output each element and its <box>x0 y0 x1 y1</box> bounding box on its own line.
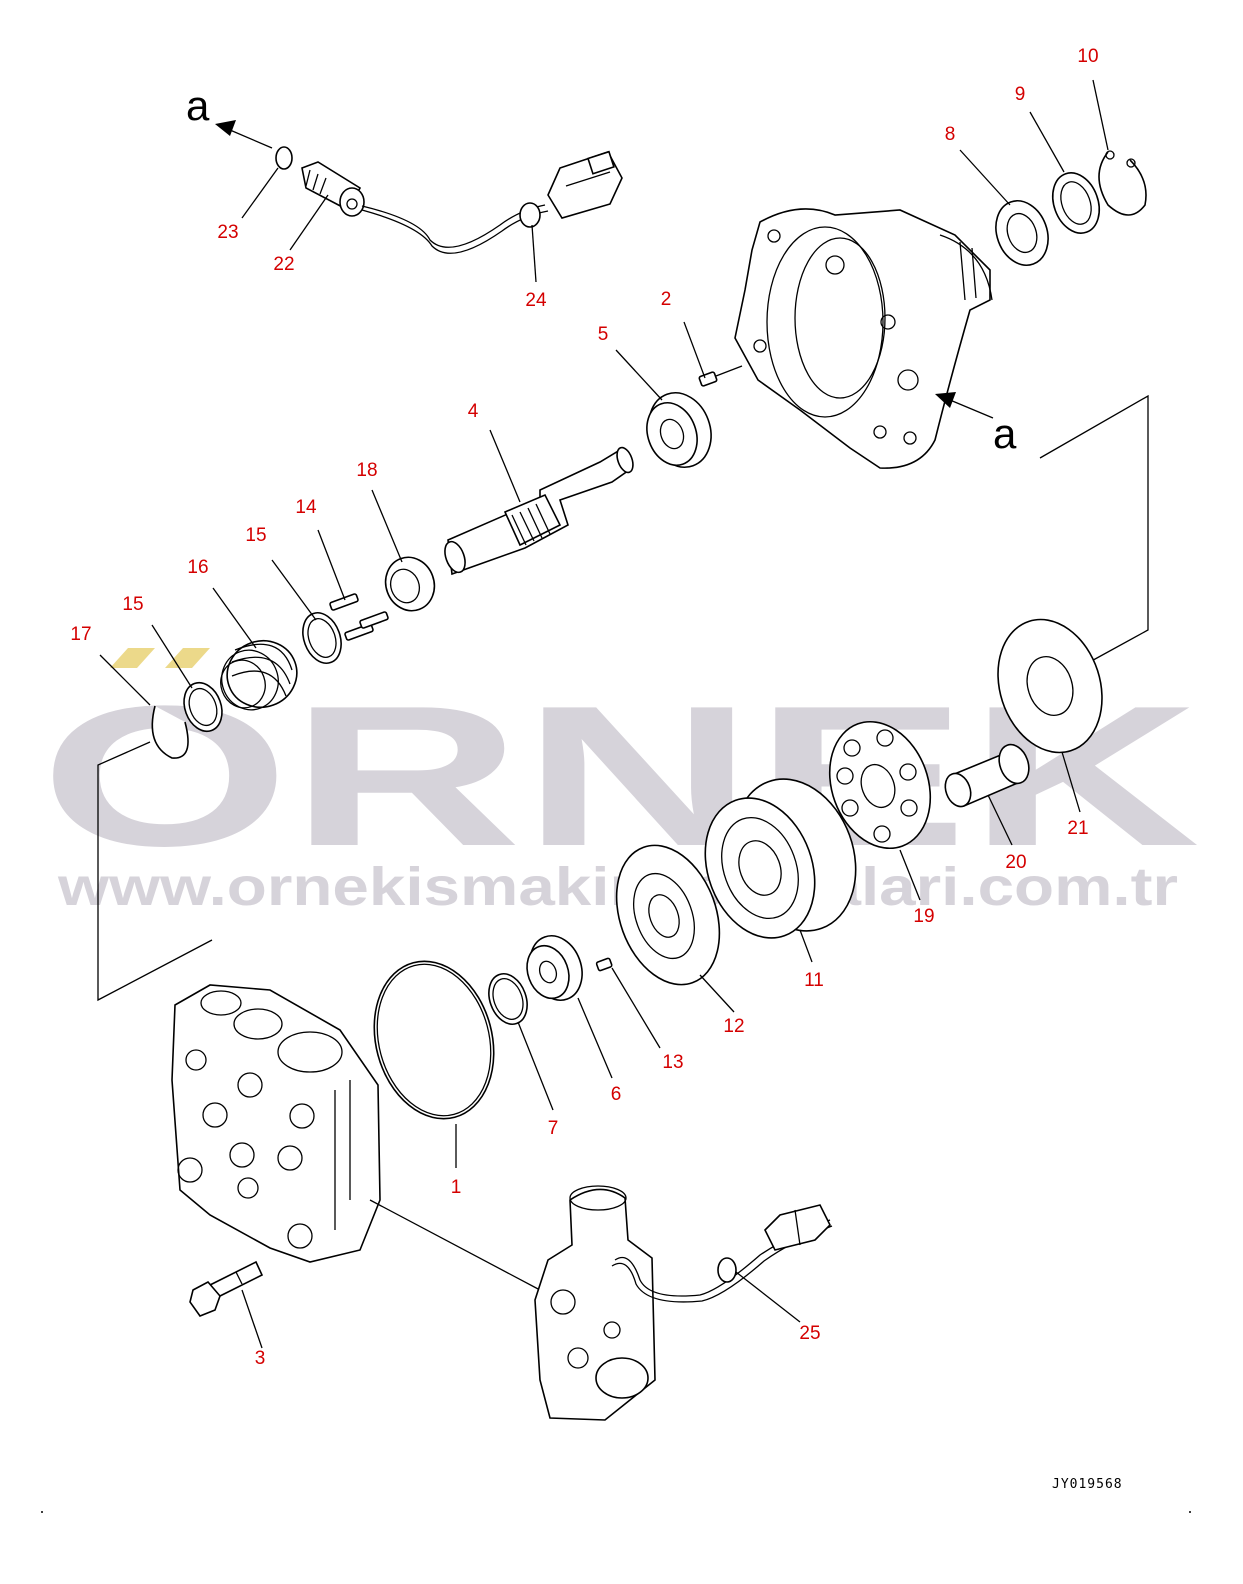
assembly-boundary <box>97 394 1149 1002</box>
label-10: 10 <box>1077 46 1098 67</box>
label-2: 2 <box>661 289 672 310</box>
label-1: 1 <box>451 1177 462 1198</box>
spring-16 <box>220 639 298 711</box>
leader-lines <box>99 79 1109 1349</box>
drawing-code: JY019568 <box>1052 1477 1123 1492</box>
label-17: 17 <box>70 624 91 645</box>
pin-13 <box>595 957 613 972</box>
thrust-plate-21 <box>997 618 1103 754</box>
label-15-upper: 15 <box>245 525 266 546</box>
o-ring-1 <box>373 960 495 1120</box>
bolt-3 <box>189 1260 264 1317</box>
part-labels: 1 2 3 4 5 6 7 8 9 10 11 12 13 14 15 15 1… <box>70 46 1098 1369</box>
ring-7 <box>488 973 528 1025</box>
swash-plate-12 <box>615 844 721 986</box>
label-15-lower: 15 <box>122 594 143 615</box>
snap-ring-17 <box>151 705 189 759</box>
ring-15-lower <box>183 681 223 733</box>
clamp-25 <box>717 1257 737 1283</box>
label-11: 11 <box>804 970 824 991</box>
o-ring-23 <box>275 146 293 170</box>
label-13: 13 <box>662 1052 683 1073</box>
label-14: 14 <box>295 497 317 518</box>
motor-housing <box>734 208 993 469</box>
label-20: 20 <box>1005 852 1026 873</box>
label-3: 3 <box>255 1348 266 1369</box>
label-9: 9 <box>1015 84 1026 105</box>
svg-text:a: a <box>993 410 1017 457</box>
view-marker-top: a <box>186 82 273 149</box>
bearing-5 <box>646 392 712 468</box>
speed-sensor-assembly <box>275 146 623 254</box>
drive-shaft-4 <box>444 446 634 576</box>
label-23: 23 <box>217 222 238 243</box>
label-8: 8 <box>945 124 956 145</box>
label-19: 19 <box>913 906 934 927</box>
spline-coupling-18 <box>384 556 436 612</box>
label-16: 16 <box>187 557 208 578</box>
label-4: 4 <box>468 401 479 422</box>
ring-15-upper <box>302 612 342 664</box>
label-25: 25 <box>799 1323 820 1344</box>
valve-block-with-sensor <box>534 1185 833 1421</box>
seal-and-snap-ring-stack <box>995 150 1147 266</box>
label-22: 22 <box>273 254 294 275</box>
label-21: 21 <box>1067 818 1088 839</box>
pins-14 <box>329 593 389 641</box>
valve-body <box>171 984 381 1263</box>
clamp-24 <box>519 202 541 228</box>
dowel-pin-2 <box>698 371 718 387</box>
view-marker-right: a <box>935 392 1017 457</box>
cylinder-block-11 <box>704 778 857 939</box>
label-5: 5 <box>598 324 609 345</box>
bearing-6 <box>526 935 583 1001</box>
label-7: 7 <box>548 1118 559 1139</box>
spool-20 <box>944 743 1030 808</box>
label-12: 12 <box>723 1016 744 1037</box>
label-24: 24 <box>525 290 547 311</box>
label-6: 6 <box>611 1084 622 1105</box>
valve-plate-19 <box>828 720 932 850</box>
label-18: 18 <box>356 460 377 481</box>
svg-text:a: a <box>186 82 210 129</box>
